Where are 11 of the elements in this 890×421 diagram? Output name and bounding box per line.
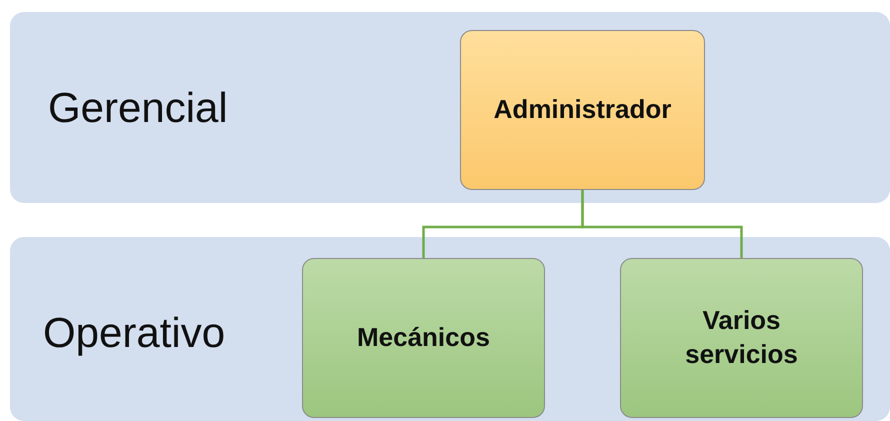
level-band xyxy=(10,237,890,421)
level-label: Operativo xyxy=(43,309,226,357)
role-label: Varios servicios xyxy=(684,304,799,371)
role-box xyxy=(620,258,863,418)
role-box xyxy=(460,30,705,190)
role-label: Mecánicos xyxy=(357,321,490,354)
role-label: Administrador xyxy=(494,93,672,126)
level-band xyxy=(10,12,890,203)
level-label: Gerencial xyxy=(48,84,228,132)
role-box xyxy=(302,258,545,418)
connector-line xyxy=(581,190,743,258)
